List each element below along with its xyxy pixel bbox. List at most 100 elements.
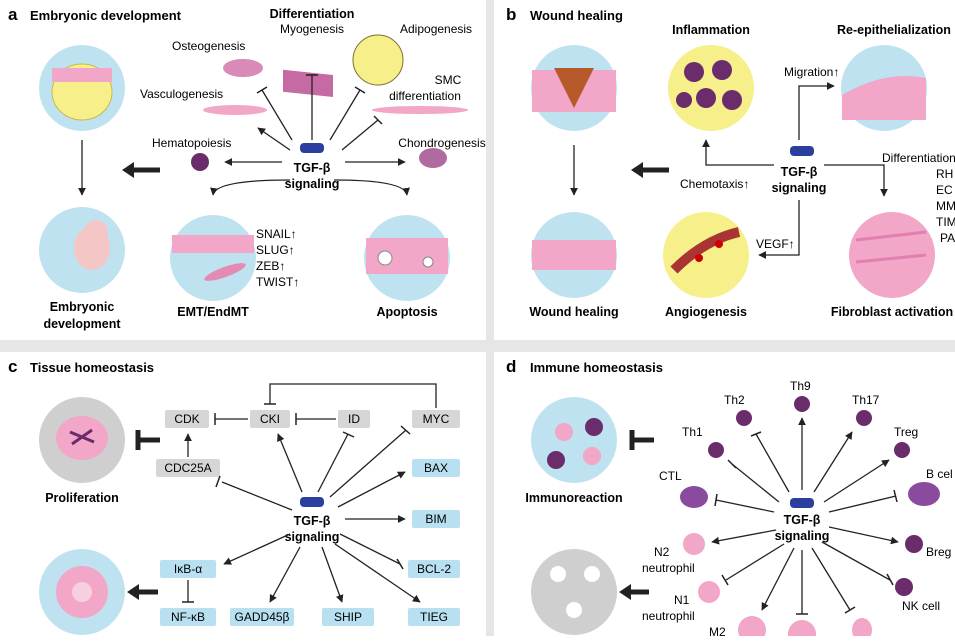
panel-title: Tissue homeostasis [30,360,154,375]
n1-neutrophil-icon [698,581,720,603]
immunoreaction-label: Immunoreaction [525,491,622,505]
ikba-label: IκB-α [174,562,202,576]
panel-title: Embryonic development [30,8,182,23]
bcell-label: B cel [926,467,953,481]
adipocyte-illustration [352,34,404,86]
th17-cell-icon [856,410,872,426]
cdk-box [165,410,209,428]
osteogenesis-label: Osteogenesis [172,39,245,53]
th2-label: Th2 [724,393,745,407]
embryo-illustration [39,207,125,293]
bim-label: BIM [425,512,446,526]
bcl2-box [408,560,460,578]
panel-letter: b [506,5,516,24]
panel-letter: a [8,5,18,24]
gadd45b-box [230,608,294,626]
smc-label-1: SMC [435,73,462,87]
tgf-beta-icon [300,497,324,507]
macrophage-icon [788,620,816,641]
neutrophil-gray-illustration [531,549,617,635]
differentiation-label: Differentiation [270,7,355,21]
apoptosis-illustration [364,215,450,301]
panel-embryonic-development: a Embryonic development Embryonic develo… [0,0,486,340]
fibroblast-label: Fibroblast activation [831,305,953,319]
embryonic-label-2: development [43,317,121,331]
endothelial-illustration [203,105,267,115]
core-label-1: TGF-β [294,161,331,175]
ctl-label: CTL [659,469,682,483]
blastocyst-illustration [39,45,125,131]
cdc25a-box [156,459,220,477]
myocyte-illustration [283,69,333,97]
core-label-2: signaling [772,181,827,195]
fib-factor-5: PA [940,231,955,245]
proliferation-label: Proliferation [45,491,119,505]
inflammation-illustration [668,45,754,131]
inflamed-cell-illustration [39,549,125,635]
wound-healing-label: Wound healing [529,305,618,319]
panel-separator-horizontal [0,340,955,352]
core-label-2: signaling [285,530,340,544]
smc-label-2: differentiation [389,89,461,103]
nk-cell-icon [895,578,913,596]
wound-illustration [531,45,617,131]
immunoreaction-illustration [531,397,617,483]
n2-neutrophil-icon [683,533,705,555]
th9-label: Th9 [790,379,811,393]
cdk-label: CDK [174,412,199,426]
emt-label: EMT/EndMT [177,305,249,319]
emt-illustration [170,215,256,301]
migration-label: Migration↑ [784,65,839,79]
nfkb-box [160,608,216,626]
healed-tissue-illustration [531,212,617,298]
angiogenesis-illustration [663,212,749,298]
blood-cell-illustration [191,153,209,171]
proliferation-illustration [39,397,125,483]
bcell-icon [908,482,940,506]
emt-factor-3: ZEB↑ [256,259,285,273]
th9-cell-icon [794,396,810,412]
ship-box [322,608,374,626]
tieg-box [408,608,460,626]
reepithelialization-label: Re-epithelialization [837,23,951,37]
core-label-2: signaling [285,177,340,191]
differentiation-label: Differentiation [882,151,955,165]
adipogenesis-label: Adipogenesis [400,22,472,36]
nfkb-label: NF-κB [171,610,205,624]
core-label-1: TGF-β [784,513,821,527]
panel-tissue-homeostasis: c Tissue homeostasis Proliferation CDK C… [0,352,486,636]
ship-label: SHIP [334,610,362,624]
n2-label-2: neutrophil [642,561,695,575]
smc-illustration [372,106,468,114]
n2-label-1: N2 [654,545,670,559]
tieg-label: TIEG [420,610,448,624]
myc-box [412,410,460,428]
core-label-1: TGF-β [294,514,331,528]
th1-label: Th1 [682,425,703,439]
n1-label-1: N1 [674,593,690,607]
fibroblast-illustration [849,212,935,298]
myc-label: MYC [423,412,450,426]
emt-factor-1: SNAIL↑ [256,227,297,241]
fib-factor-3: MM [936,199,955,213]
vegf-label: VEGF↑ [756,237,795,251]
tgf-beta-icon [790,498,814,508]
panel-wound-healing: b Wound healing Wound healing Inflammati… [494,0,955,340]
reepithelialization-illustration [841,45,927,131]
apoptosis-label: Apoptosis [376,305,437,319]
vasculogenesis-label: Vasculogenesis [140,87,223,101]
cdc25a-label: CDC25A [164,461,211,475]
core-label-2: signaling [775,529,830,543]
treg-label: Treg [894,425,918,439]
id-box [338,410,370,428]
panel-letter: c [8,357,17,376]
treg-cell-icon [894,442,910,458]
bax-box [412,459,460,477]
cki-box [250,410,290,428]
chemotaxis-label: Chemotaxis↑ [680,177,749,191]
nk-label: NK cell [902,599,940,613]
m2-label: M2 [709,625,726,636]
chondrocyte-illustration [419,148,447,168]
id-label: ID [348,412,360,426]
ctl-cell-icon [680,486,708,508]
